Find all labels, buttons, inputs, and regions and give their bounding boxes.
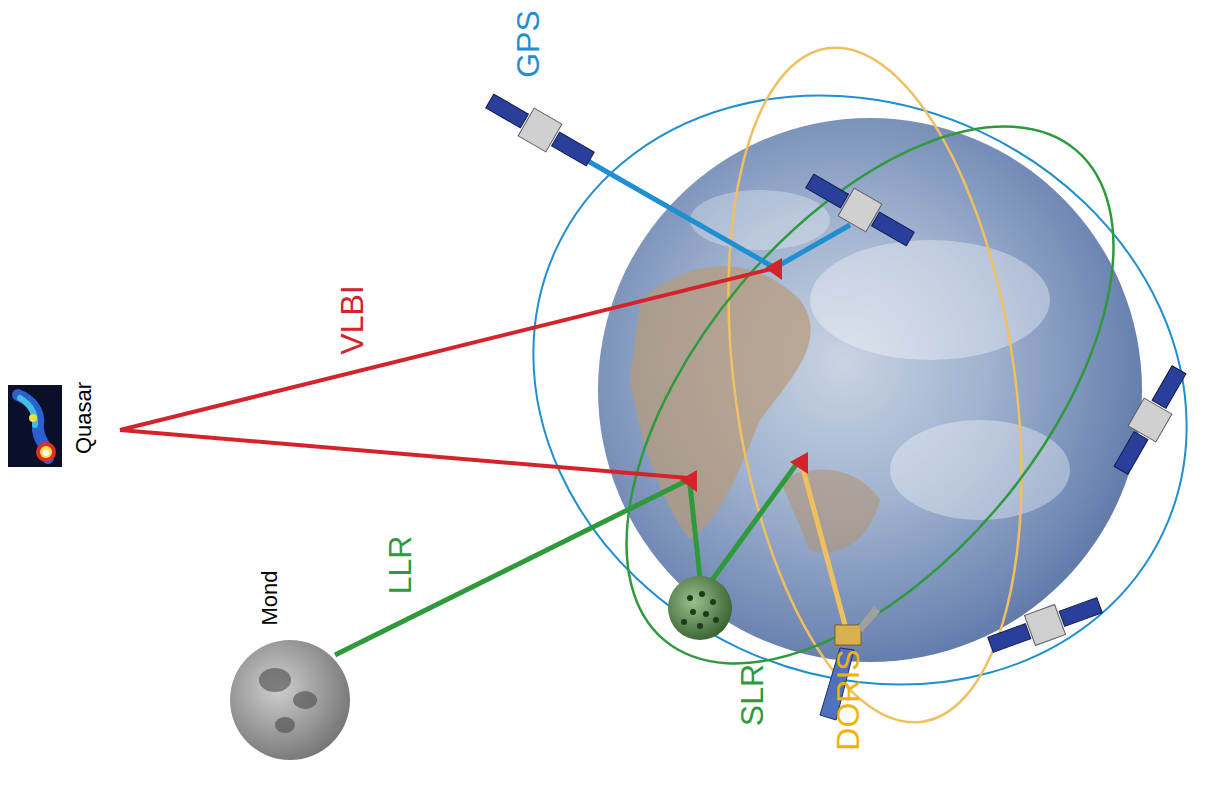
moon xyxy=(230,640,350,760)
ground-stations xyxy=(680,258,808,492)
doris-ray xyxy=(802,465,845,625)
moon-maria xyxy=(259,668,317,733)
gps-satellite xyxy=(802,167,918,253)
vlbi-rays xyxy=(120,268,775,478)
gps-rays xyxy=(560,145,850,268)
technique-label: SLR xyxy=(736,664,768,726)
gps-satellite xyxy=(985,590,1105,660)
earth xyxy=(598,118,1142,662)
technique-label: GPS xyxy=(512,10,544,78)
technique-label: VLBI xyxy=(336,285,368,354)
doris-orbit xyxy=(689,29,1061,741)
gps-satellites xyxy=(482,87,1193,660)
object-label: Quasar xyxy=(73,382,95,454)
gps-satellite xyxy=(1107,362,1193,478)
technique-label: LLR xyxy=(384,536,416,595)
object-label: Mond xyxy=(259,570,281,625)
gps-orbit xyxy=(436,0,1215,789)
technique-label: DORIS xyxy=(832,649,864,750)
lageos-satellite xyxy=(668,576,732,640)
retroreflectors xyxy=(681,591,719,629)
quasar-image xyxy=(8,385,62,467)
slr-orbit xyxy=(534,41,1206,750)
laser-rays xyxy=(335,462,798,655)
gps-satellite xyxy=(482,87,598,173)
